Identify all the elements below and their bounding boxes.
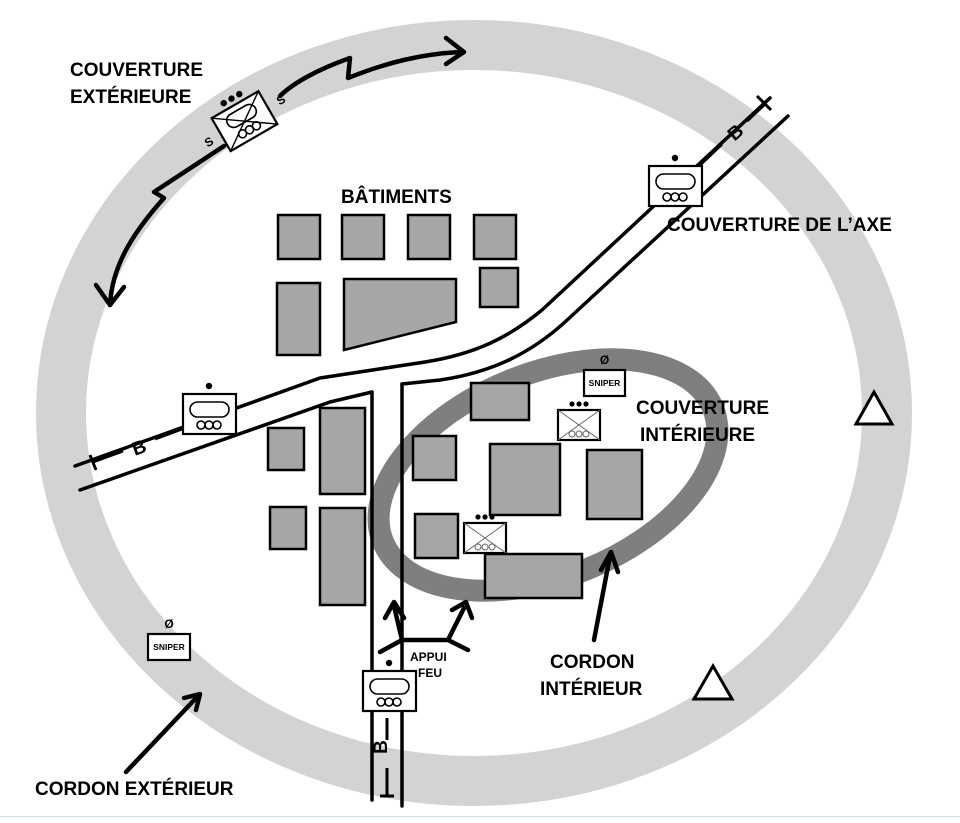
inner-cordon-label-line2: INTÉRIEUR [540,678,643,700]
sniper-symbol: Ø [164,617,173,631]
buildings-label: BÂTIMENTS [341,186,452,208]
outer-cover-unit [210,89,279,153]
sniper-label: SNIPER [153,642,185,652]
building [275,281,322,357]
outer-cover-sweep-arrow [93,35,467,308]
outer-cover-label-line2: EXTÉRIEURE [70,86,191,108]
route-marker-b-left: B [88,427,183,471]
axis-cover-label: COUVERTURE DE L’AXE [667,215,892,236]
building [266,426,306,472]
inner-cover-label-line1: COUVERTURE [636,398,769,419]
building [478,266,520,309]
sniper-inner: SNIPER Ø [582,353,627,398]
building [469,381,531,422]
fire-support-arrows [377,599,475,655]
building [413,512,460,560]
building [411,434,458,482]
building [276,213,322,261]
building [318,506,367,607]
building [472,213,518,261]
building [406,213,452,261]
sniper-label: SNIPER [589,378,621,388]
building [340,213,386,261]
inner-cordon-label-line1: CORDON [550,652,634,673]
fire-support-label-line1: APPUI [410,650,447,664]
fire-support-unit [361,659,418,713]
building [483,552,584,600]
route-marker-b-label: B [129,436,149,460]
inner-cover-label-line2: INTÉRIEURE [640,424,755,446]
outer-cover-label-line1: COUVERTURE [70,60,203,81]
building [342,277,458,352]
building [318,406,367,496]
buildings-group [266,213,644,607]
observation-post-triangle [691,662,735,701]
outer-cordon-label: CORDON EXTÉRIEUR [35,778,234,800]
main-road [73,96,790,808]
outer-cordon-pointer-arrow [123,691,203,775]
inner-cover-unit-top [556,401,602,442]
building [268,505,308,551]
axis-cover-unit [647,154,704,208]
fire-support-label-line2: FEU [418,666,442,680]
sniper-symbol: Ø [600,353,609,367]
inner-cordon-pointer-arrow [591,549,621,643]
observation-post-triangle [853,388,895,426]
building [488,442,562,517]
route-marker-b-bottom: B [371,718,394,798]
route-marker-b-label: B [371,740,392,754]
inner-cover-unit-bottom [462,514,508,555]
bottom-divider [0,816,960,817]
inner-cordon-ring [367,348,729,602]
building [585,448,644,521]
left-road-unit [181,382,238,436]
sniper-outer: SNIPER Ø [146,617,192,662]
